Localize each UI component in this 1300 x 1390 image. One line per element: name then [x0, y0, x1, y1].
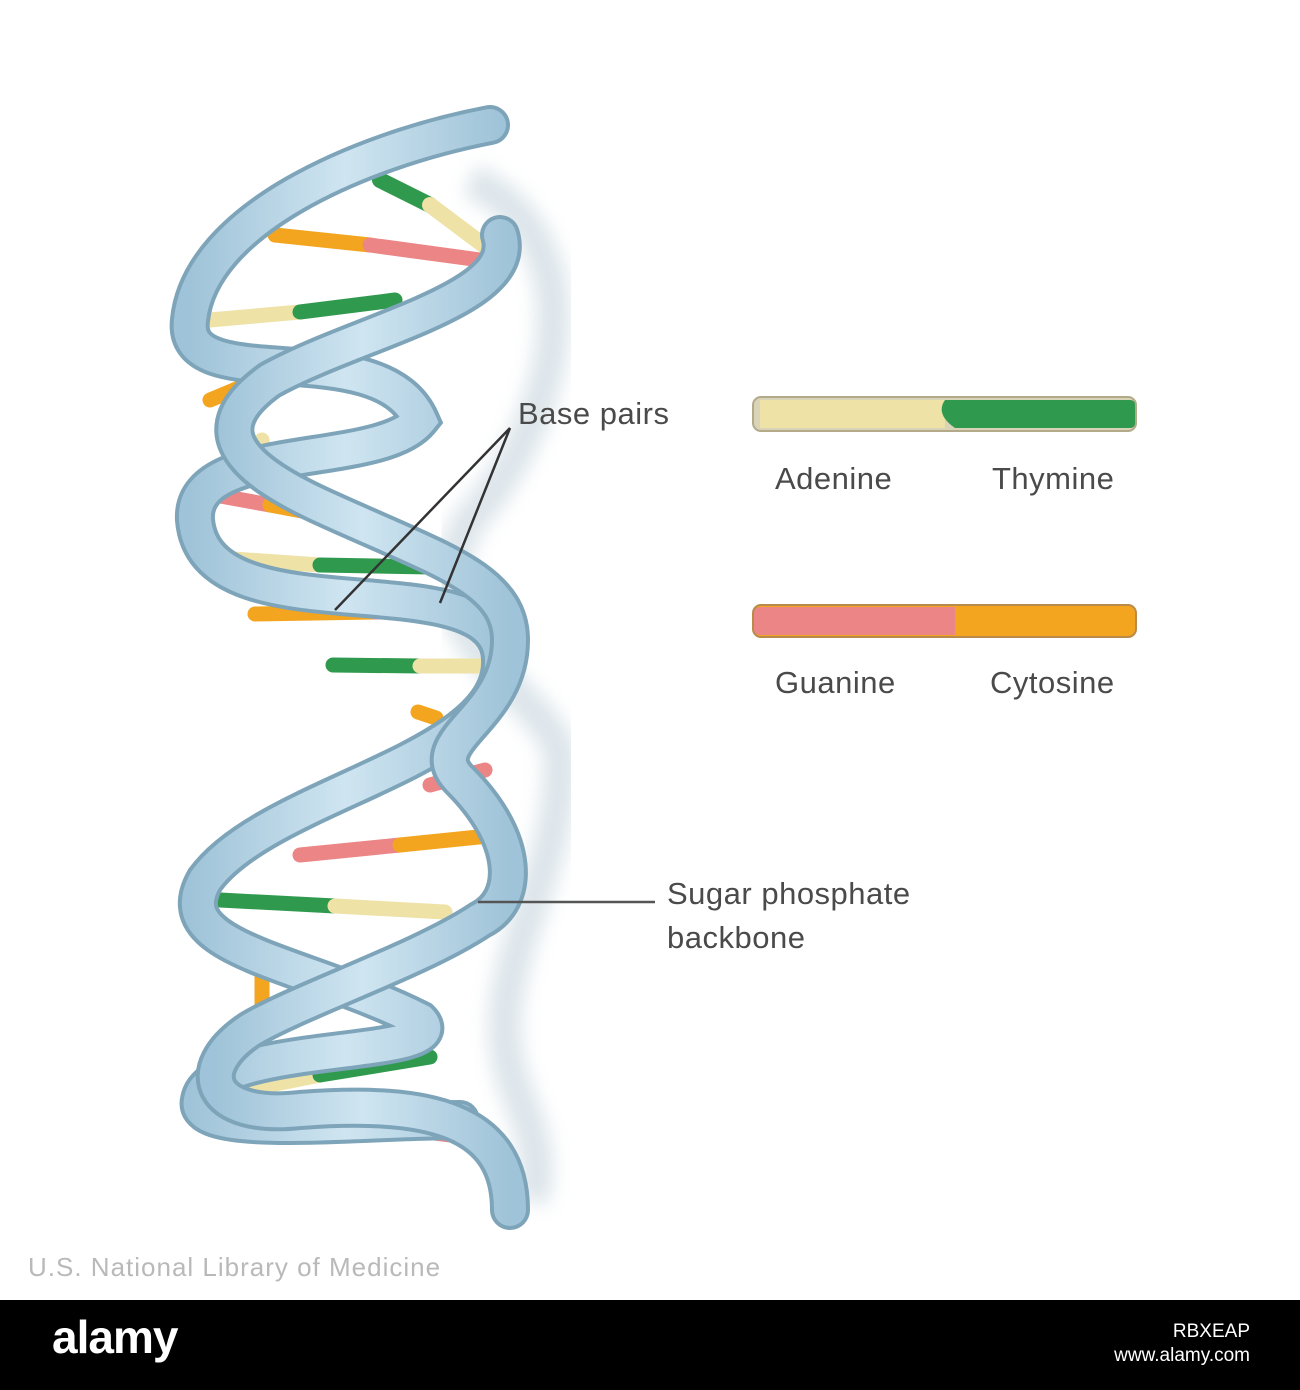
legend-bars — [753, 397, 1136, 637]
sugar-phosphate-label-line1: Sugar phosphate — [667, 878, 911, 909]
watermark-footer: alamy RBXEAP www.alamy.com — [0, 1300, 1300, 1390]
site-url: www.alamy.com — [1114, 1344, 1250, 1368]
adenine-label: Adenine — [775, 463, 892, 494]
alamy-logo: alamy — [52, 1314, 177, 1360]
thymine-label: Thymine — [992, 463, 1114, 494]
dna-diagram: Base pairs Sugar phosphate backbone Aden… — [0, 0, 1300, 1300]
sugar-phosphate-label-line2: backbone — [667, 922, 805, 953]
base-pair-2 — [275, 235, 495, 262]
image-id: RBXEAP — [1114, 1320, 1250, 1344]
base-pair-10 — [418, 712, 436, 718]
base-pair-9 — [333, 665, 498, 666]
base-pair-12 — [300, 835, 498, 855]
at-pair-bar — [753, 397, 1136, 431]
base-pairs-label: Base pairs — [518, 398, 669, 429]
dna-helix-illustration — [0, 0, 1300, 1300]
footer-info: RBXEAP www.alamy.com — [1114, 1320, 1250, 1368]
guanine-label: Guanine — [775, 667, 896, 698]
credit-text: U.S. National Library of Medicine — [28, 1252, 441, 1283]
base-pair-13 — [220, 900, 445, 912]
gc-pair-bar — [753, 605, 1136, 637]
cytosine-label: Cytosine — [990, 667, 1115, 698]
